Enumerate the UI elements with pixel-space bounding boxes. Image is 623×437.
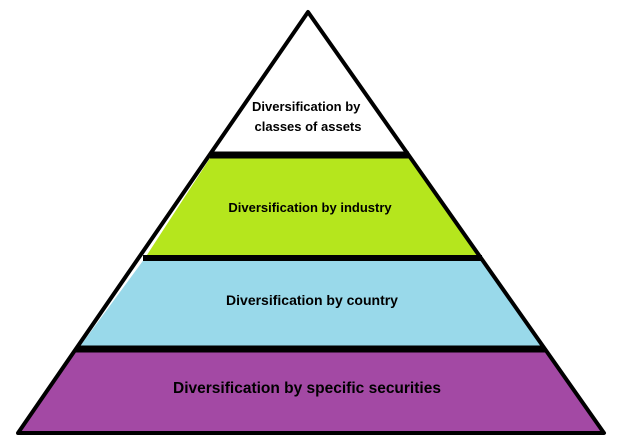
tier-country-fill [78, 258, 543, 349]
tier-industry-fill [145, 155, 480, 258]
tier-classes-of-assets-label: Diversification by classes of assets [252, 99, 364, 134]
tier-industry-label: Diversification by industry [228, 200, 392, 215]
tier-specific-securities-label: Diversification by specific securities [173, 380, 441, 397]
tier-classes-of-assets-line-1: Diversification by [252, 99, 361, 114]
tier-specific-securities-fill [18, 349, 604, 433]
tier-classes-of-assets-line-2: classes of assets [255, 119, 362, 134]
tier-classes-of-assets-fill [212, 12, 407, 155]
tier-country-label: Diversification by country [226, 292, 398, 308]
pyramid-outline [16, 10, 606, 435]
